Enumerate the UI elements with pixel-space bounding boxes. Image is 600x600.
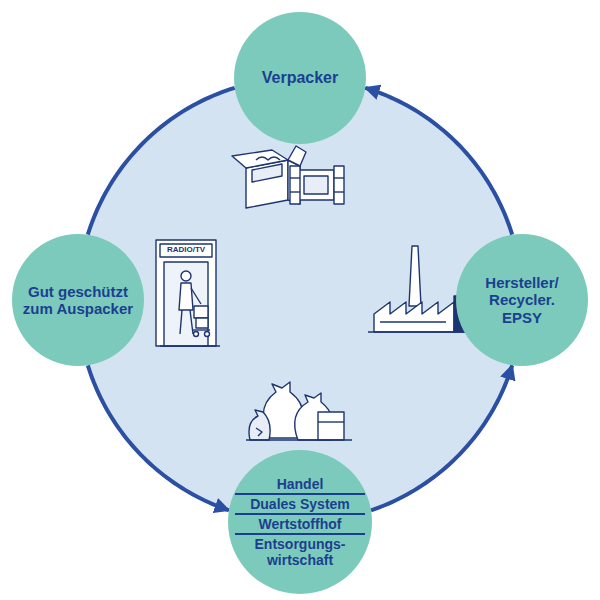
cycle-arrow xyxy=(365,88,512,235)
node-label: Gut geschützt zum Auspacker xyxy=(21,283,135,318)
cycle-node: Gut geschützt zum Auspacker xyxy=(12,234,144,366)
node-text-group: HandelDuales SystemWertstoffhofEntsorgun… xyxy=(235,475,365,569)
node-label: Wertstoffhof xyxy=(235,515,365,535)
node-text-group: Verpacker xyxy=(244,69,356,87)
sign-text: RADIO/TV xyxy=(160,245,212,254)
cycle-node: Hersteller/ Recycler. EPSY xyxy=(456,234,588,366)
cycle-arrow xyxy=(88,365,229,510)
cycle-arrow xyxy=(88,88,235,235)
cycle-arrow xyxy=(371,365,512,510)
waste-illustration xyxy=(246,382,352,440)
node-label: Verpacker xyxy=(244,69,356,87)
shop-illustration xyxy=(156,240,220,346)
node-label: Duales System xyxy=(235,495,365,515)
cycle-node: HandelDuales SystemWertstoffhofEntsorgun… xyxy=(228,450,372,594)
node-label: Hersteller/ Recycler. EPSY xyxy=(472,274,572,326)
node-label: Handel xyxy=(235,475,365,495)
node-text-group: Hersteller/ Recycler. EPSY xyxy=(472,274,572,326)
node-outline xyxy=(228,450,372,594)
packing-illustration xyxy=(232,146,344,208)
cycle-node: Verpacker xyxy=(234,12,366,144)
node-text-group: Gut geschützt zum Auspacker xyxy=(21,283,135,318)
node-outline xyxy=(12,234,144,366)
node-outline xyxy=(456,234,588,366)
node-label: Entsorgungs- wirtschaft xyxy=(235,535,365,569)
node-outline xyxy=(234,12,366,144)
